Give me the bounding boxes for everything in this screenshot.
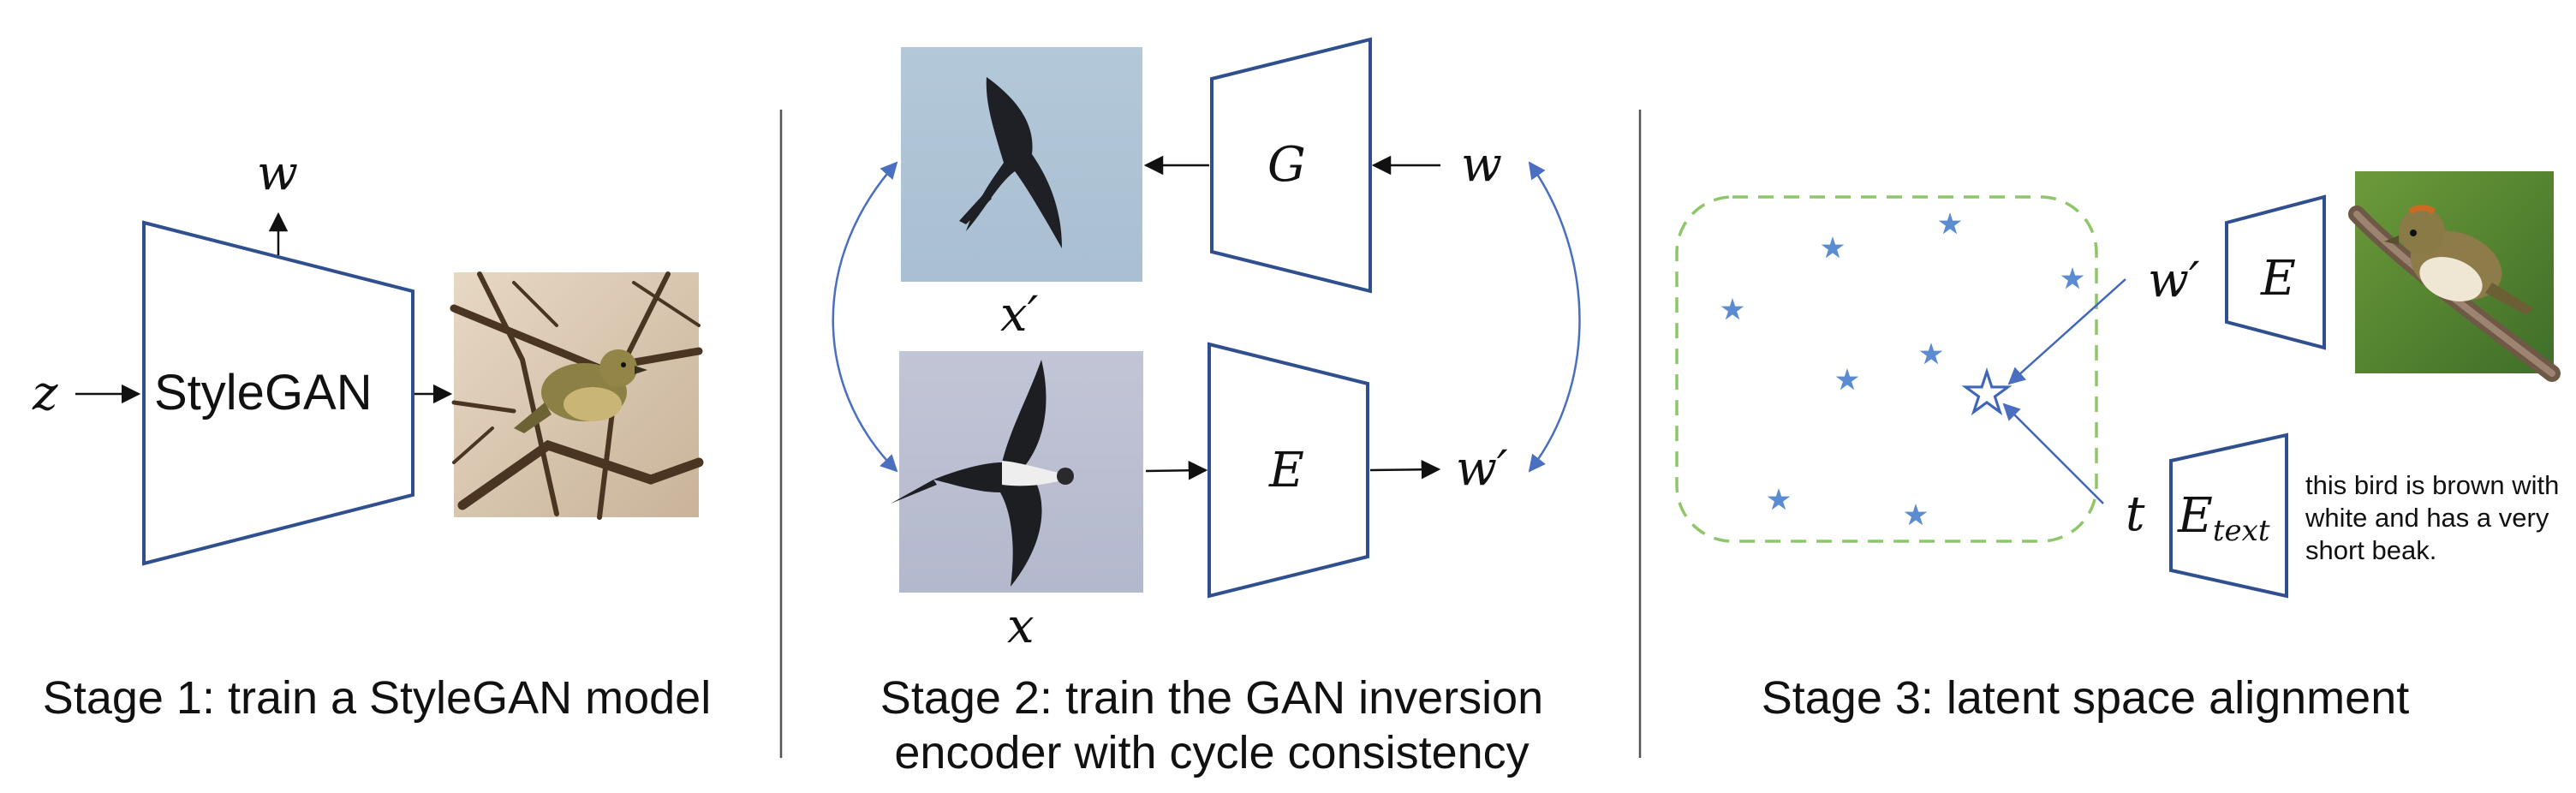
image-cycle-arrow xyxy=(832,161,898,473)
wprime-latent-label: w′ xyxy=(1456,441,1508,497)
wprime-to-point-arrow xyxy=(2007,278,2126,385)
encoder-label: E xyxy=(1269,443,1304,498)
xprime-image-label: x′ xyxy=(1000,287,1039,343)
latent-cycle-arrow xyxy=(1528,161,1581,473)
real-ovenbird-image xyxy=(2348,171,2561,382)
w-output-variable: w xyxy=(257,146,298,201)
latent-point-star xyxy=(1835,368,1859,391)
stage3-encoder-label: E xyxy=(2261,251,2296,307)
stage3-wprime-label: w′ xyxy=(2148,253,2200,308)
generator-block xyxy=(1210,37,1372,294)
encoder-block xyxy=(1208,342,1369,599)
x-image-label: x xyxy=(1007,599,1035,654)
generated-sparrow-image xyxy=(450,271,704,520)
stylegan-label: StyleGAN xyxy=(154,365,373,420)
generator-label: G xyxy=(1267,137,1306,193)
text-description: this bird is brown with white and has a … xyxy=(2305,470,2560,565)
stylegan-block xyxy=(142,220,414,566)
latent-point-star xyxy=(1720,298,1744,320)
image-to-encoder-arrow xyxy=(1145,461,1208,480)
latent-point-star xyxy=(1904,504,1928,526)
stage2-caption-line1: Stage 2: train the GAN inversion xyxy=(880,672,1544,724)
stage2-caption-line2: encoder with cycle consistency xyxy=(894,727,1530,778)
w-latent-label: w xyxy=(1461,137,1502,193)
latent-star-points xyxy=(1720,212,2084,526)
z-variable: z xyxy=(33,366,58,421)
latent-space-region xyxy=(1675,195,2098,543)
stage3-caption: Stage 3: latent space alignment xyxy=(1761,672,2410,724)
stage1-caption: Stage 1: train a StyleGAN model xyxy=(42,672,712,724)
t-to-point-arrow xyxy=(2002,402,2104,504)
real-seabird-image xyxy=(891,351,1143,593)
generated-seabird-image xyxy=(901,47,1142,282)
t-text-label: t xyxy=(2126,486,2145,542)
stage3-encoder-block xyxy=(2225,194,2326,350)
encoder-to-wprime-arrow xyxy=(1369,460,1441,480)
text-encoder-label: Etext xyxy=(2178,492,2270,546)
text-encoder-subscript: text xyxy=(2212,514,2270,548)
text-encoder-block xyxy=(2169,432,2288,599)
latent-point-star xyxy=(1919,343,1943,365)
aligned-point-star xyxy=(1961,367,2012,416)
latent-point-star xyxy=(1767,488,1791,510)
text-encoder-main: E xyxy=(2178,488,2213,544)
latent-point-star xyxy=(1938,212,1962,235)
latent-point-star xyxy=(2060,267,2084,289)
latent-point-star xyxy=(1821,236,1845,259)
